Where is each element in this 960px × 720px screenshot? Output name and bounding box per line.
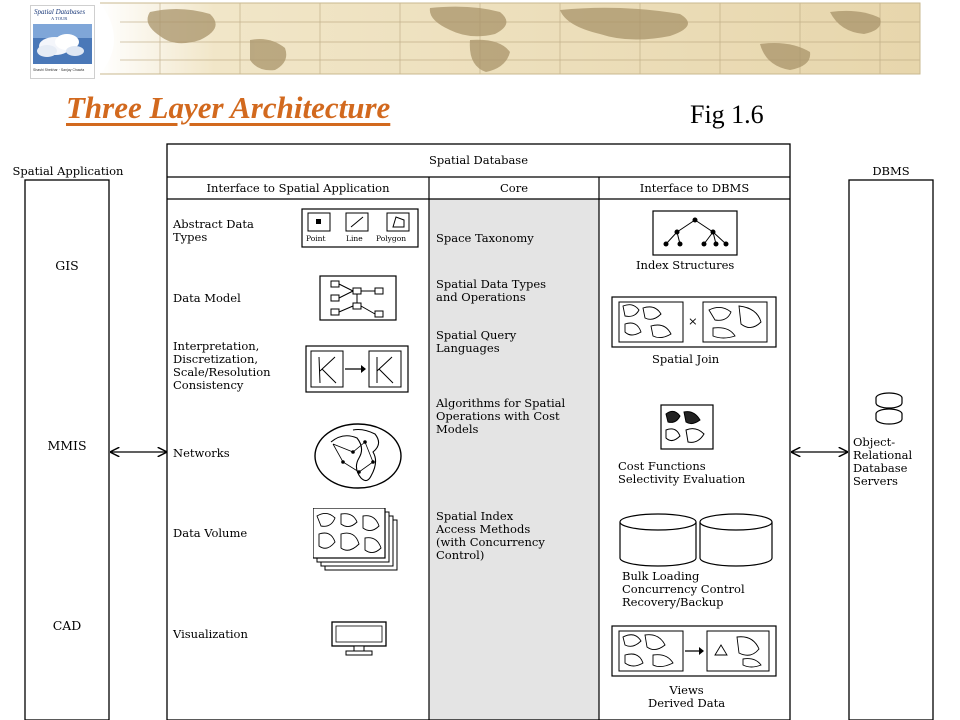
book-authors: Shashi Shekhar · Sanjay Chawla (33, 68, 85, 72)
spatial-join-icon (611, 296, 777, 348)
adt-label-point: Point (306, 234, 326, 243)
network-globe-icon (314, 423, 402, 489)
dbms-iface-item-views: Views Derived Data (648, 683, 726, 710)
spatial-join-operator: × (688, 314, 698, 328)
iface-app-item-data-model: Data Model (173, 291, 241, 305)
adt-shapes-icon (301, 208, 419, 248)
iface-app-item-data-volume: Data Volume (173, 526, 248, 540)
app-item-mmis: MMIS (47, 438, 87, 453)
spatial-application-box (24, 179, 110, 720)
map-banner (0, 0, 960, 82)
adt-label-line: Line (346, 234, 363, 243)
cost-functions-icon (660, 404, 714, 450)
interface-dbms-header: Interface to DBMS (639, 181, 750, 195)
dbms-iface-item-index-structures: Index Structures (636, 258, 735, 272)
core-item-algorithms: Algorithms for Spatial Operations with C… (436, 396, 566, 436)
book-cover-image: Spatial Databases A TOUR Shashi Shekhar … (30, 5, 95, 79)
spatial-application-header: Spatial Application (12, 164, 124, 178)
dbms-iface-item-spatial-join: Spatial Join (652, 352, 720, 366)
bulk-loading-cylinders-icon (619, 513, 773, 567)
core-header: Core (499, 181, 529, 195)
book-subtitle: A TOUR (51, 16, 68, 21)
dbms-header: DBMS (872, 164, 910, 178)
core-item-space-taxonomy: Space Taxonomy (436, 231, 534, 245)
iface-app-item-interpretation: Interpretation, Discretization, Scale/Re… (173, 339, 271, 392)
interpretation-icon (305, 345, 409, 393)
database-server-icon (875, 392, 903, 425)
iface-app-item-abstract-data-types: Abstract Data Types (173, 217, 254, 244)
slide-title[interactable]: Three Layer Architecture (66, 90, 391, 125)
dbms-iface-item-bulk-loading: Bulk Loading Concurrency Control Recover… (622, 569, 745, 609)
dbms-box (848, 179, 934, 720)
spatial-database-box (166, 143, 791, 720)
book-title: Spatial Databases (34, 8, 86, 16)
core-item-query-languages: Spatial Query Languages (436, 328, 517, 355)
spatial-database-header: Spatial Database (428, 153, 529, 167)
core-item-spatial-index: Spatial Index Access Methods (with Concu… (436, 509, 545, 562)
data-model-icon (319, 275, 397, 321)
monitor-icon (331, 621, 387, 656)
data-volume-icon (313, 508, 398, 571)
app-item-cad: CAD (52, 618, 82, 633)
core-item-data-types: Spatial Data Types and Operations (436, 277, 547, 304)
dbms-iface-item-cost-functions: Cost Functions Selectivity Evaluation (618, 459, 746, 486)
adt-label-polygon: Polygon (376, 234, 407, 243)
iface-app-item-networks: Networks (173, 446, 230, 460)
app-item-gis: GIS (55, 258, 79, 273)
cloud-picture (33, 24, 92, 64)
interface-app-header: Interface to Spatial Application (206, 181, 390, 195)
index-tree-icon (652, 210, 738, 256)
architecture-diagram (24, 143, 934, 720)
figure-label: Fig 1.6 (690, 100, 764, 129)
dbms-item-object-relational: Object- Relational Database Servers (853, 435, 913, 488)
views-icon (611, 625, 777, 677)
iface-app-item-visualization: Visualization (173, 627, 248, 641)
